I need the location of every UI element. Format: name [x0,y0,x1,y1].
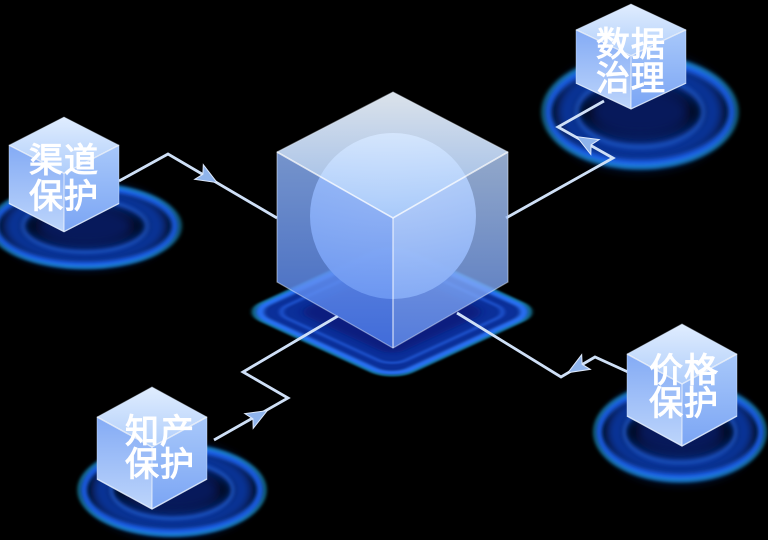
arrowhead-ip-to-center [243,409,269,430]
arrowhead-price-to-center [566,353,592,374]
arrowhead-channel-to-center [193,163,219,184]
label-price-protection-line2: 保护 [649,385,719,423]
label-ip-protection-line1: 知产 [125,413,195,451]
label-price-protection-line1: 价格 [649,352,719,390]
arrowhead-center-to-data-governance [575,136,601,156]
center-cube-top-face [277,92,508,218]
connector-channel-to-center [118,152,278,220]
label-channel-protection-line1: 渠道 [29,142,99,180]
label-data-governance-line1: 数据 [596,26,666,64]
label-ip-protection-line2: 保护 [125,446,195,484]
center-cube [276,91,509,349]
connector-ip-to-center [213,314,339,442]
label-data-governance-line2: 治理 [596,60,666,98]
center-cube-right-face [393,152,508,348]
label-channel-protection-line2: 保护 [29,178,99,216]
center-cube-left-face [277,152,393,348]
